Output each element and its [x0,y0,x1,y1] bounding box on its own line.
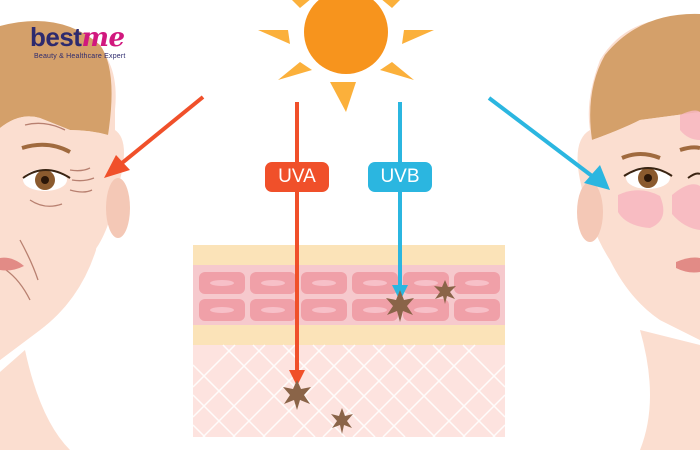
arrow-to-left-face [104,95,205,178]
brand-tagline: Beauty & Healthcare Expert [34,53,126,60]
damage-spot-icon [434,280,456,304]
brand-name-part1: best [30,22,82,52]
damage-spots [283,280,456,434]
damage-spot-icon [331,408,353,434]
uva-ray [289,102,305,386]
left-face-aged [0,20,130,450]
brand-name-part2: me [81,23,125,53]
brand-name: bestme [30,22,125,53]
arrow-to-right-face [487,96,610,190]
sun-icon [258,0,434,112]
skin-cells [199,272,500,321]
arrow-icon [104,155,130,178]
arrow-icon [584,165,610,190]
right-face-pigmented [577,13,700,450]
damage-spot-icon [386,290,414,322]
uvb-label: UVB [368,162,432,192]
arrow-icon [289,370,305,386]
uva-label: UVA [265,162,329,192]
brand-logo: bestme Beauty & Healthcare Expert [30,22,170,66]
skin-cross-section [192,245,506,438]
damage-spot-icon [283,380,311,410]
